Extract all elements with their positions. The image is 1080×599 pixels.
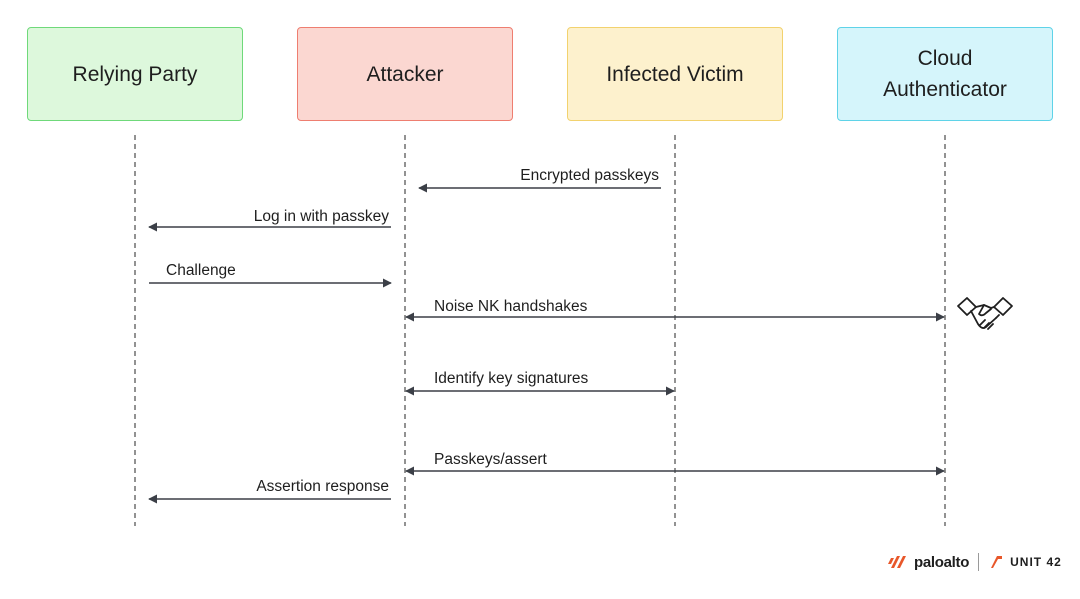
handshake-icon [957,297,1013,330]
message-label: Assertion response [256,478,389,495]
message-label: Encrypted passkeys [520,167,659,184]
message-label: Identify key signatures [434,370,589,387]
unit42-wordmark: UNIT 42 [1010,555,1062,569]
unit42-logo-icon [991,556,1003,568]
message-label: Log in with passkey [253,208,389,225]
brand-logos: paloalto UNIT 42 [888,551,1062,573]
brand-divider [978,553,980,571]
message-label: Challenge [166,262,236,279]
actor-label: Relying Party [72,62,198,86]
actor-label: Infected Victim [606,62,744,86]
actor-relying-party: Relying Party [27,27,243,121]
actor-infected-victim: Infected Victim [567,27,783,121]
actor-label: Cloud Authenticator [883,47,1007,101]
paloalto-wordmark: paloalto [914,553,970,571]
paloalto-logo-icon [888,556,906,568]
actor-cloud-authenticator: Cloud Authenticator [837,27,1053,121]
actor-label: Attacker [366,62,444,86]
actor-attacker: Attacker [297,27,513,121]
message-label: Passkeys/assert [434,451,547,468]
message-label: Noise NK handshakes [434,298,588,315]
